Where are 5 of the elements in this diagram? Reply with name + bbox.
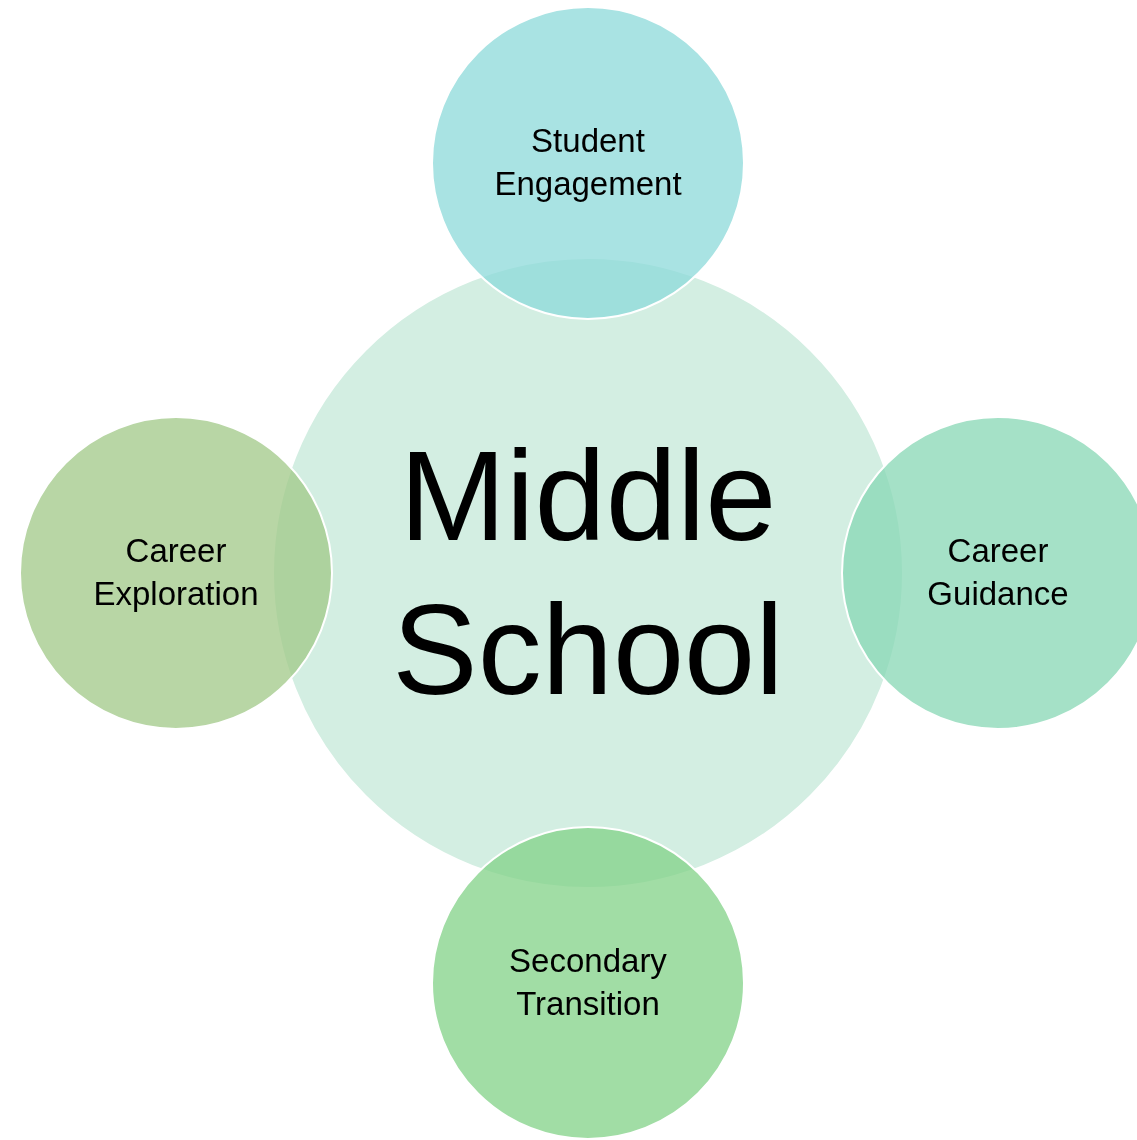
circle-label: Middle School [391, 423, 785, 723]
circle-label: Career Guidance [926, 531, 1070, 614]
circle-label: Student Engagement [493, 121, 683, 204]
circle-label: Career Exploration [92, 531, 260, 614]
circle-label: Secondary Transition [508, 941, 668, 1024]
